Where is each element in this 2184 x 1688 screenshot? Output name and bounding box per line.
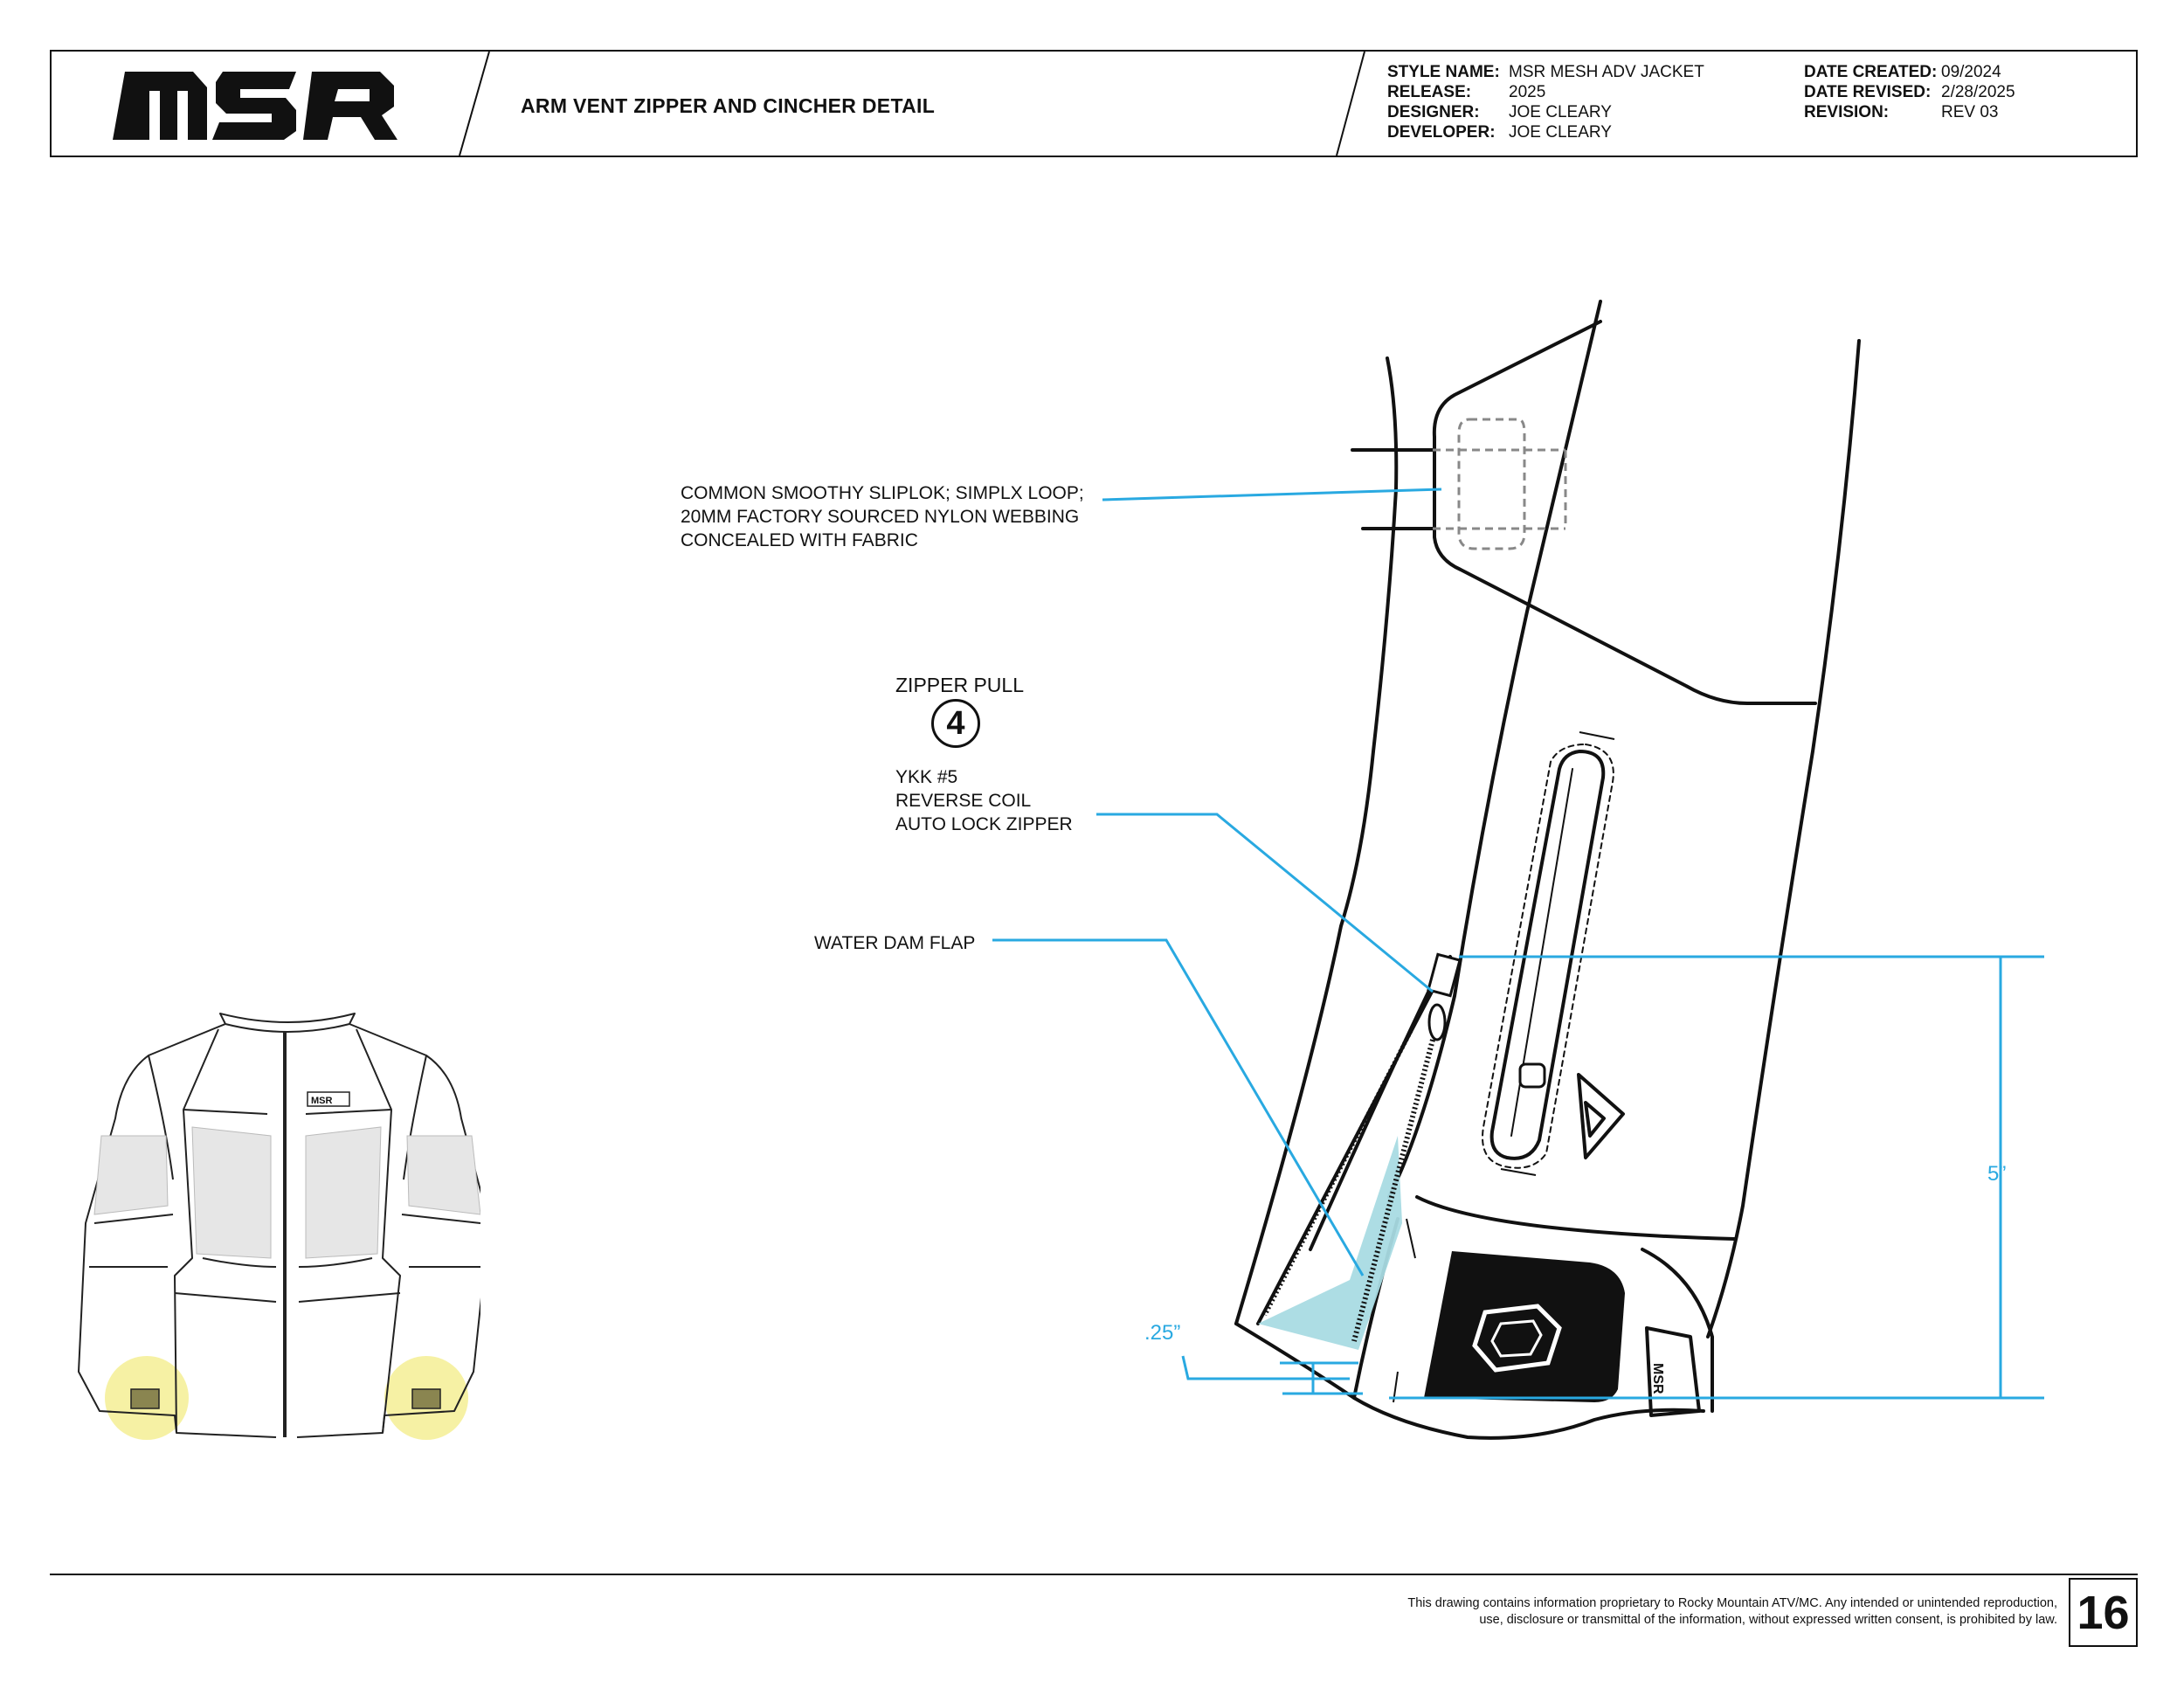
sliplok-line-2: 20MM FACTORY SOURCED NYLON WEBBING	[681, 507, 1080, 527]
svg-text:MSR: MSR	[311, 1096, 333, 1106]
zipper-callout: YKK #5 REVERSE COIL AUTO LOCK ZIPPER	[895, 765, 1073, 836]
revision-label: REVISION:	[1804, 103, 1890, 121]
sliplok-line-1: COMMON SMOOTHY SLIPLOK; SIMPLX LOOP;	[681, 483, 1084, 503]
inset-dimension-label: .25”	[1144, 1321, 1181, 1345]
legal-notice: This drawing contains information propri…	[1407, 1595, 2057, 1629]
developer-label: DEVELOPER:	[1387, 123, 1496, 142]
sliplok-line-3: CONCEALED WITH FABRIC	[681, 530, 918, 550]
title-block	[50, 50, 2138, 157]
zipper-pull-number: 4	[931, 699, 980, 748]
designer-value: JOE CLEARY	[1509, 103, 1612, 121]
water-dam-callout: WATER DAM FLAP	[814, 933, 976, 953]
cuff-tab-logo: MSR	[1650, 1363, 1665, 1394]
style-name-value: MSR MESH ADV JACKET	[1509, 63, 1704, 81]
date-created-value: 09/2024	[1941, 63, 2001, 81]
date-created-label: DATE CREATED:	[1804, 63, 1938, 81]
legal-line-1: This drawing contains information propri…	[1407, 1596, 2057, 1610]
title-block-dividers	[459, 51, 1365, 156]
msr-logo	[113, 72, 397, 140]
zipper-line-3: AUTO LOCK ZIPPER	[895, 814, 1073, 834]
document-title: ARM VENT ZIPPER AND CINCHER DETAIL	[521, 94, 936, 117]
height-dimension-label: 5”	[1987, 1162, 2007, 1186]
designer-label: DESIGNER:	[1387, 103, 1480, 121]
revision-value: REV 03	[1941, 103, 1999, 121]
style-name-label: STYLE NAME:	[1387, 63, 1500, 81]
release-label: RELEASE:	[1387, 83, 1472, 101]
sliplok-callout: COMMON SMOOTHY SLIPLOK; SIMPLX LOOP; 20M…	[681, 481, 1084, 552]
page-number: 16	[2069, 1578, 2138, 1647]
jacket-thumbnail: MSR	[78, 1013, 480, 1440]
zipper-line-1: YKK #5	[895, 767, 958, 787]
zipper-pull-label: ZIPPER PULL	[895, 674, 1024, 696]
footer-rule	[50, 1574, 2138, 1575]
date-revised-label: DATE REVISED:	[1804, 83, 1932, 101]
release-value: 2025	[1509, 83, 1546, 101]
legal-line-2: use, disclosure or transmittal of the in…	[1479, 1613, 2057, 1627]
developer-value: JOE CLEARY	[1509, 123, 1612, 142]
zipper-line-2: REVERSE COIL	[895, 791, 1032, 811]
date-revised-value: 2/28/2025	[1941, 83, 2015, 101]
